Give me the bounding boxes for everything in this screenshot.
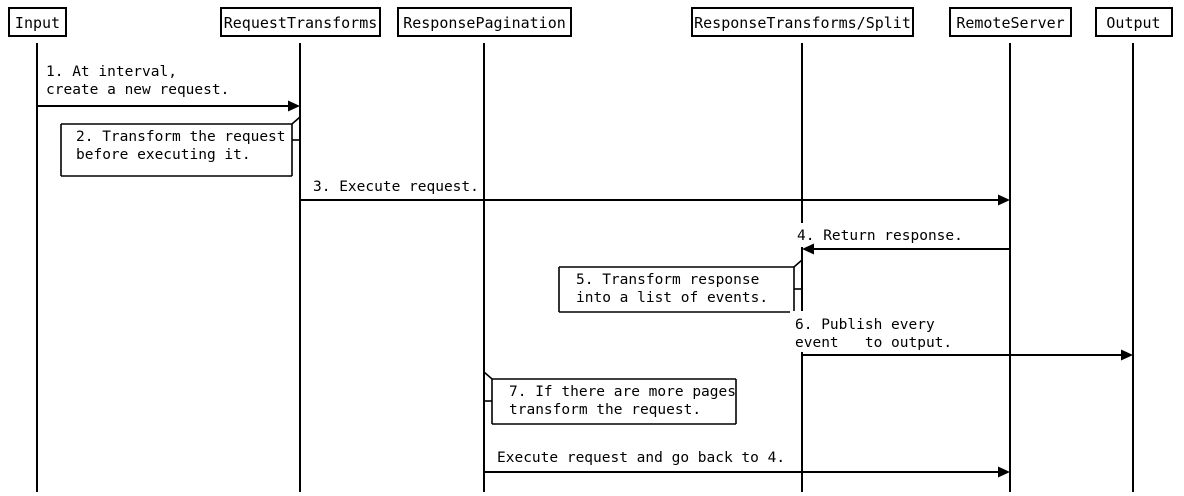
message-6-line-2: event to output. [795,335,952,351]
message-2-out-path[interactable] [61,116,301,125]
participant-label-requesttransforms: RequestTransforms [224,14,378,32]
message-2-line-2: before executing it. [76,147,251,163]
message-8-line-1: Execute request and go back to 4. [497,450,785,466]
message-2-label-bg [64,126,290,166]
participant-box-responsetransforms-split[interactable] [691,7,914,37]
message-3-line-1: 3. Execute request. [313,179,479,195]
message-2[interactable]: 2. Transform the request before executin… [60,116,301,177]
participant-responsetransforms-split[interactable]: ResponseTransforms/Split [691,7,914,37]
message-7-out-path[interactable] [483,371,736,380]
participant-requesttransforms[interactable]: RequestTransforms [220,7,381,37]
message-6[interactable]: 6. Publish every event to output. [790,311,1133,361]
message-1-label-bg [40,60,280,100]
message-4[interactable]: 4. Return response. [790,223,1010,255]
participant-responsepagination[interactable]: ResponsePagination [397,7,572,37]
message-4-label-bg [790,223,976,247]
participant-box-output[interactable] [1095,7,1173,37]
message-7-line-1: 7. If there are more pages [509,384,736,400]
message-1-line-2: create a new request. [46,82,229,98]
message-2-line-1: 2. Transform the request [76,129,286,145]
message-5-line-1: 5. Transform response [576,272,759,288]
participant-label-output: Output [1106,14,1160,32]
message-4-line-1: 4. Return response. [797,228,963,244]
message-1-arrow-head [288,100,300,112]
participant-box-input[interactable] [8,7,67,37]
participant-label-input: Input [15,14,60,32]
message-1-line-1: 1. At interval, [46,64,177,80]
message-5-line-2: into a list of events. [576,290,768,306]
message-6-label-bg [790,311,990,352]
message-5-label-bg [562,269,792,310]
participant-label-remoteserver: RemoteServer [956,14,1064,32]
message-3[interactable]: 3. Execute request. [300,174,1010,206]
message-8[interactable]: Execute request and go back to 4. [484,445,1010,478]
message-8-label-bg [490,445,780,469]
message-3-arrow-head [998,194,1010,206]
message-6-arrow-head [1121,349,1133,361]
message-6-line-1: 6. Publish every [795,317,935,333]
participant-label-responsetransforms-split: ResponseTransforms/Split [694,14,911,32]
message-8-arrow-head [998,466,1010,478]
message-4-arrow-head [802,243,814,255]
message-3-label-bg [306,174,482,198]
message-1[interactable]: 1. At interval, create a new request. [37,60,300,112]
message-5[interactable]: 5. Transform response into a list of eve… [558,259,803,313]
message-7-label-bg [495,381,734,422]
participant-remoteserver[interactable]: RemoteServer [949,7,1072,37]
participant-input[interactable]: Input [8,7,67,37]
message-7-line-2: transform the request. [509,402,701,418]
participant-box-remoteserver[interactable] [949,7,1072,37]
participant-box-requesttransforms[interactable] [220,7,381,37]
message-7[interactable]: 7. If there are more pages transform the… [483,371,737,425]
participant-label-responsepagination: ResponsePagination [403,14,566,32]
participant-box-responsepagination[interactable] [397,7,572,37]
message-5-out-path[interactable] [559,259,803,268]
participant-output[interactable]: Output [1095,7,1173,37]
